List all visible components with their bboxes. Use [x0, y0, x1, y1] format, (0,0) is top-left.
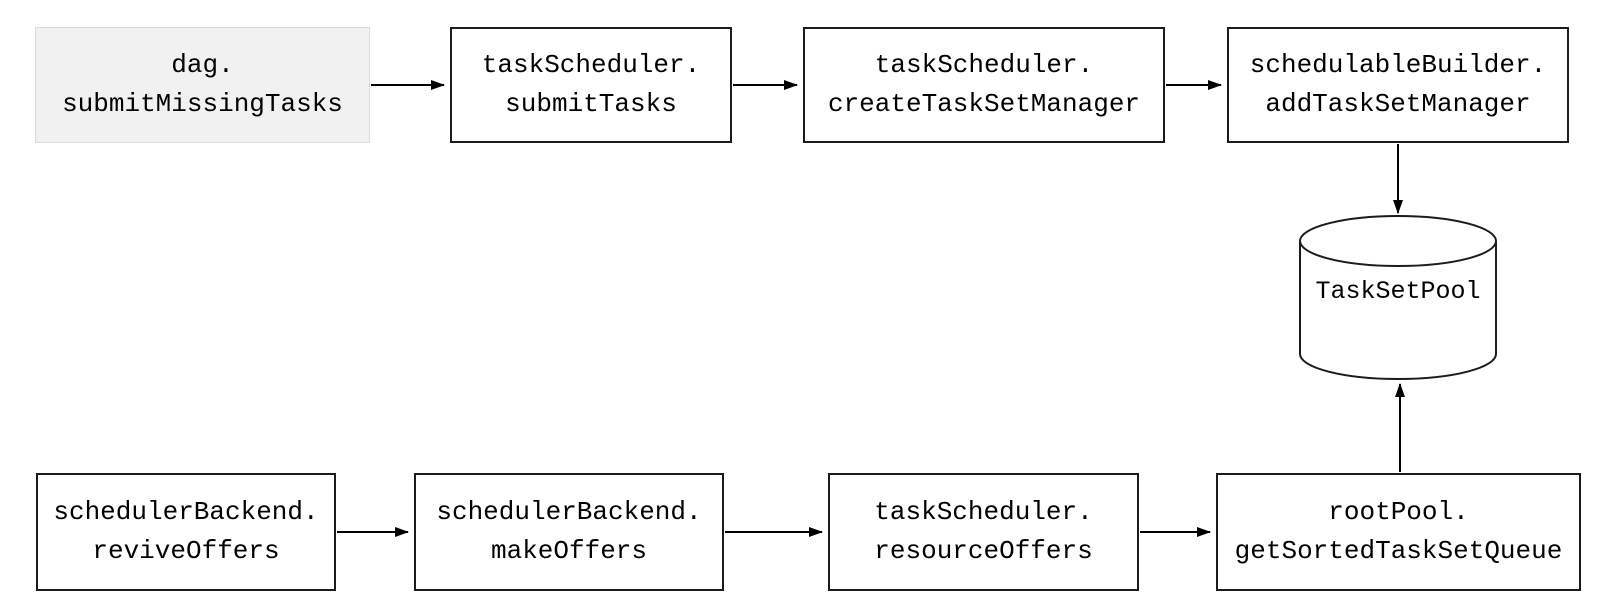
- node-taskScheduler-createTaskSetManager: taskScheduler. createTaskSetManager: [803, 27, 1165, 143]
- node-label-line2: reviveOffers: [92, 536, 280, 566]
- node-label-line1: dag.: [171, 50, 234, 80]
- node-dag-submitMissingTasks: dag. submitMissingTasks: [35, 27, 370, 143]
- node-label-line2: resourceOffers: [874, 536, 1093, 566]
- taskSetPool-cylinder: [1299, 215, 1497, 380]
- node-schedulableBuilder-addTaskSetManager: schedulableBuilder. addTaskSetManager: [1227, 27, 1569, 143]
- node-schedulerBackend-reviveOffers: schedulerBackend. reviveOffers: [36, 473, 336, 591]
- node-label-line1: schedulableBuilder.: [1249, 50, 1547, 80]
- node-rootPool-getSortedTaskSetQueue: rootPool. getSortedTaskSetQueue: [1216, 473, 1581, 591]
- node-label-line1: schedulerBackend.: [436, 497, 702, 527]
- node-label-line1: taskScheduler.: [874, 497, 1093, 527]
- node-taskScheduler-resourceOffers: taskScheduler. resourceOffers: [828, 473, 1139, 591]
- node-label-line1: schedulerBackend.: [53, 497, 319, 527]
- node-taskSetPool-label: TaskSetPool: [1315, 277, 1481, 306]
- node-schedulerBackend-makeOffers: schedulerBackend. makeOffers: [414, 473, 724, 591]
- node-label-line2: addTaskSetManager: [1265, 89, 1531, 119]
- node-label-line2: getSortedTaskSetQueue: [1234, 536, 1563, 566]
- node-label-line1: taskScheduler.: [874, 50, 1094, 80]
- node-label-line2: makeOffers: [490, 536, 648, 566]
- node-label-line1: rootPool.: [1328, 497, 1469, 527]
- node-taskScheduler-submitTasks: taskScheduler. submitTasks: [450, 27, 732, 143]
- node-label-line2: submitMissingTasks: [62, 89, 343, 119]
- node-label-line2: createTaskSetManager: [827, 89, 1141, 119]
- node-label-line2: submitTasks: [505, 89, 677, 119]
- node-label-line1: taskScheduler.: [481, 50, 701, 80]
